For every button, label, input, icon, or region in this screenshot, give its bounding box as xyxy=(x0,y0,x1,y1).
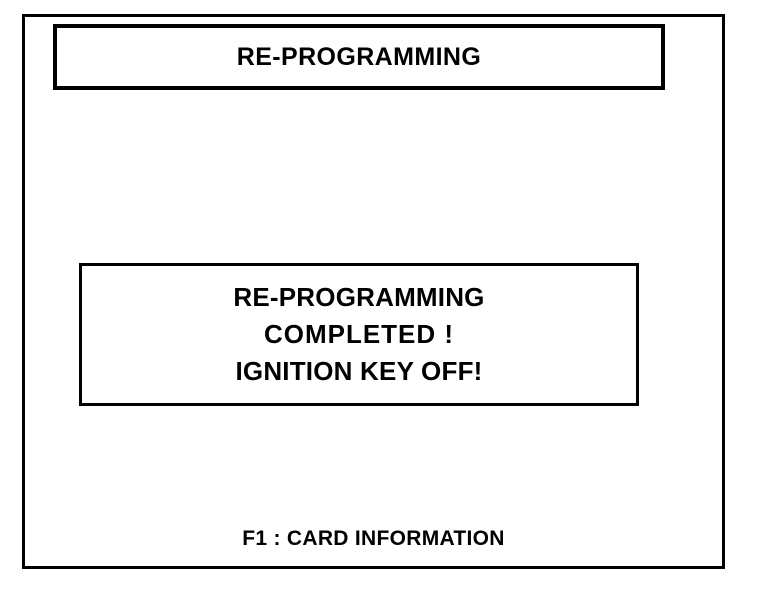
softkey-f1-card-information[interactable]: F1 : CARD INFORMATION xyxy=(242,527,505,550)
status-message-line-1: RE-PROGRAMMING xyxy=(233,282,485,313)
status-message-line-2: COMPLETED ! xyxy=(263,319,455,350)
page-title: RE-PROGRAMMING xyxy=(236,42,482,71)
title-bar: RE-PROGRAMMING xyxy=(53,24,665,90)
status-message-line-3: IGNITION KEY OFF! xyxy=(235,355,483,386)
status-message-box: RE-PROGRAMMING COMPLETED ! IGNITION KEY … xyxy=(79,263,639,406)
